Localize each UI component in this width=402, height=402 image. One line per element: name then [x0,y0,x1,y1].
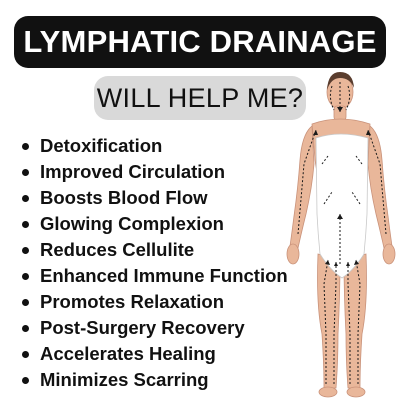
page-title: LYMPHATIC DRAINAGE [23,24,377,59]
bullet-icon [22,299,29,306]
title-banner: LYMPHATIC DRAINAGE [14,16,386,68]
benefit-label: Enhanced Immune Function [40,265,288,286]
list-item: Glowing Complexion [20,211,288,237]
benefit-label: Minimizes Scarring [40,369,209,390]
list-item: Detoxification [20,133,288,159]
bullet-icon [22,377,29,384]
bullet-icon [22,325,29,332]
list-item: Minimizes Scarring [20,367,288,393]
benefit-label: Reduces Cellulite [40,239,195,260]
benefit-label: Detoxification [40,135,163,156]
bullet-icon [22,247,29,254]
subtitle: WILL HELP ME? [96,82,304,113]
bullet-icon [22,351,29,358]
bullet-icon [22,169,29,176]
benefit-label: Boosts Blood Flow [40,187,208,208]
list-item: Post-Surgery Recovery [20,315,288,341]
list-item: Accelerates Healing [20,341,288,367]
benefit-label: Promotes Relaxation [40,291,225,312]
list-item: Improved Circulation [20,159,288,185]
bullet-icon [22,195,29,202]
benefit-label: Accelerates Healing [40,343,216,364]
list-item: Boosts Blood Flow [20,185,288,211]
benefit-label: Glowing Complexion [40,213,224,234]
list-item: Reduces Cellulite [20,237,288,263]
benefit-label: Post-Surgery Recovery [40,317,245,338]
bullet-icon [22,221,29,228]
benefit-label: Improved Circulation [40,161,226,182]
bullet-icon [22,143,29,150]
subtitle-pill: WILL HELP ME? [94,76,306,120]
body-lymphatic-flow-diagram-icon [286,72,396,398]
bullet-icon [22,273,29,280]
list-item: Promotes Relaxation [20,289,288,315]
benefits-list: Detoxification Improved Circulation Boos… [20,133,288,393]
list-item: Enhanced Immune Function [20,263,288,289]
